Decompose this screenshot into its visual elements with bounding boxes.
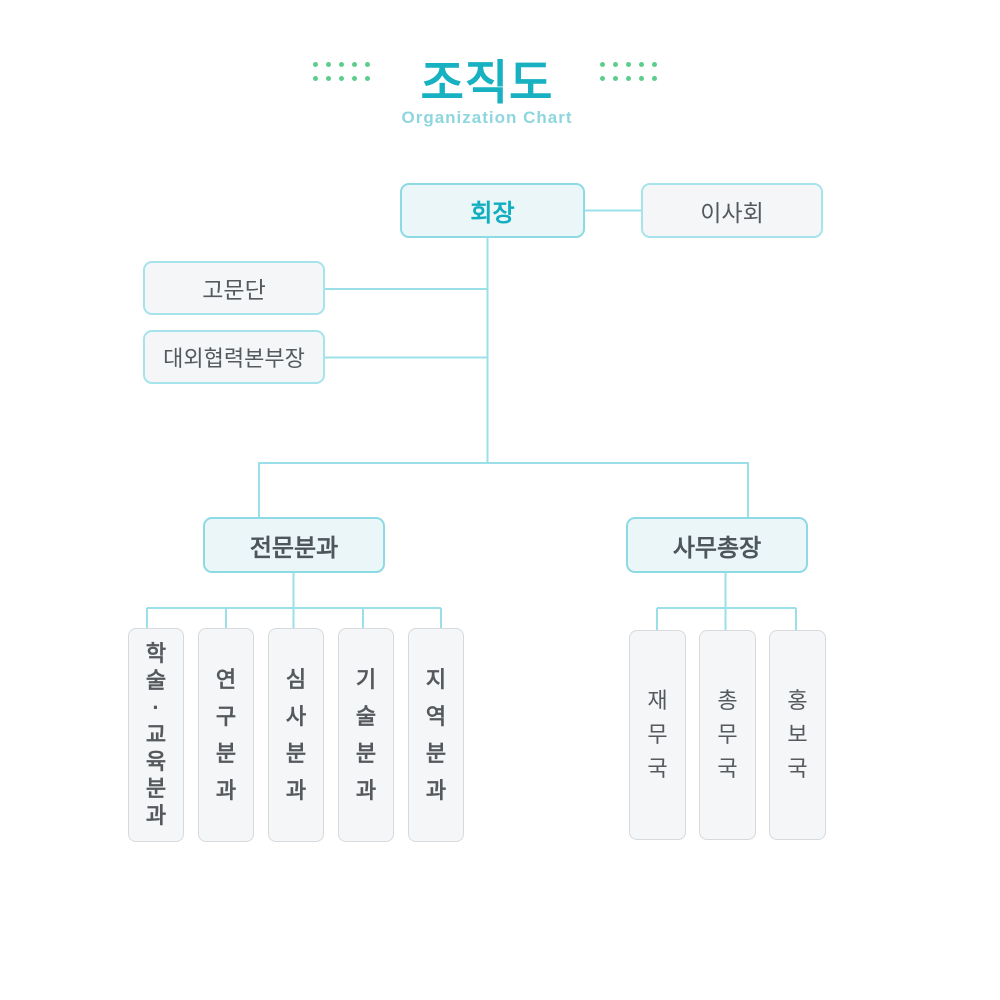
org-label-board: 이사회 — [700, 199, 764, 226]
org-box-external-cooperation: 대외협력본부장 — [143, 330, 325, 384]
decor-dots-right — [600, 62, 657, 81]
org-label-secretary-general: 사무총장 — [672, 534, 762, 562]
org-box-professional-division: 전문분과 — [203, 517, 385, 573]
org-label-advisory: 고문단 — [202, 277, 266, 303]
org-box-board: 이사회 — [641, 183, 823, 238]
org-box-advisory: 고문단 — [143, 261, 325, 315]
page-title: 조직도 — [420, 56, 554, 109]
org-box-secretary-general: 사무총장 — [626, 517, 808, 573]
page-subtitle: Organization Chart — [401, 108, 573, 127]
org-label-external-cooperation: 대외협력본부장 — [163, 346, 305, 371]
decor-dots-left — [313, 62, 370, 81]
org-box-chairman: 회장 — [400, 183, 585, 238]
org-label-chairman: 회장 — [470, 200, 515, 227]
org-label-professional-division: 전문분과 — [249, 534, 339, 562]
